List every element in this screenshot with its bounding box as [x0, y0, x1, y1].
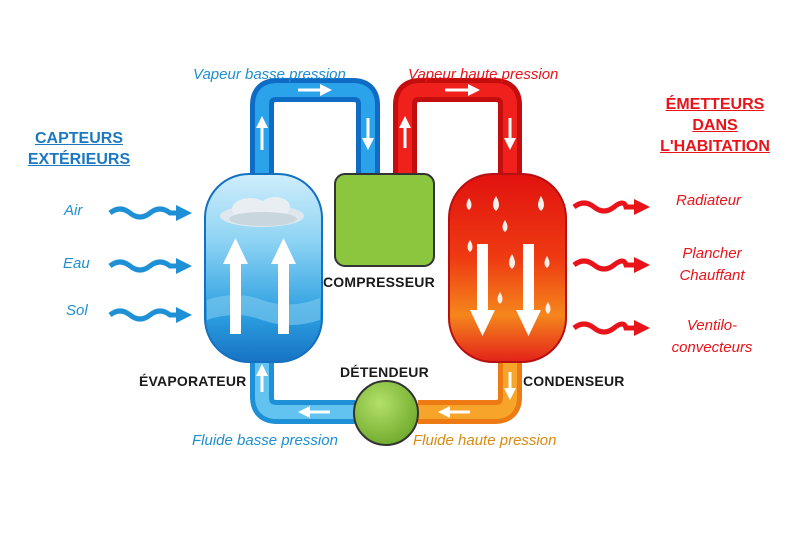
flow-arrow-icon: [504, 138, 516, 150]
emitter-radiateur: Radiateur: [676, 192, 742, 209]
wave-arrow-icon: [108, 307, 192, 323]
compressor-box: [334, 173, 435, 267]
pipe-high-fluid: [418, 355, 522, 424]
emitter-plancher-line1: Plancher: [682, 245, 742, 262]
cloud-icon: [220, 197, 304, 227]
pipe-low-vapor: [250, 78, 380, 190]
falling-arrow-icon: [516, 244, 541, 336]
emitter-ventilo: Ventilo- convecteurs: [662, 315, 762, 359]
label-low-vapor: Vapeur basse pression: [193, 66, 346, 83]
right-header: ÉMETTEURS DANS L'HABITATION: [640, 94, 790, 157]
wave-arrow-icon: [108, 258, 192, 274]
pipe-low-fluid: [250, 355, 355, 424]
right-header-line1: ÉMETTEURS: [665, 96, 765, 113]
rising-arrow-icon: [223, 238, 248, 334]
flow-arrow-icon: [468, 84, 480, 96]
right-header-line2: DANS: [692, 117, 738, 134]
left-header-line1: CAPTEURS: [34, 130, 123, 147]
emitter-ventilo-line2: convecteurs: [671, 339, 753, 356]
source-sol: Sol: [66, 302, 88, 319]
source-air: Air: [64, 202, 83, 219]
emitter-plancher-line2: Chauffant: [679, 267, 745, 284]
falling-arrow-icon: [470, 244, 495, 336]
flow-arrow-icon: [438, 406, 450, 418]
emitter-plancher: Plancher Chauffant: [662, 243, 762, 287]
rising-arrow-icon: [271, 238, 296, 334]
label-expander: DÉTENDEUR: [340, 364, 429, 380]
wave-arrow-icon: [572, 257, 650, 273]
label-compressor: COMPRESSEUR: [323, 274, 435, 290]
left-header: CAPTEURS EXTÉRIEURS: [14, 128, 144, 170]
left-header-line2: EXTÉRIEURS: [27, 151, 131, 168]
source-eau: Eau: [63, 255, 90, 272]
pipe-high-vapor: [393, 78, 522, 190]
label-low-fluid: Fluide basse pression: [192, 432, 338, 449]
wave-arrow-icon: [572, 320, 650, 336]
right-header-line3: L'HABITATION: [660, 138, 770, 155]
source-arrows: [108, 205, 192, 323]
flow-arrow-icon: [298, 406, 310, 418]
wave-arrow-icon: [108, 205, 192, 221]
emitter-arrows: [572, 199, 650, 336]
evaporator-tank: [204, 173, 323, 363]
flow-arrow-icon: [399, 116, 411, 128]
label-high-vapor: Vapeur haute pression: [408, 66, 559, 83]
wave-arrow-icon: [572, 199, 650, 215]
flow-arrow-icon: [320, 84, 332, 96]
flow-arrow-icon: [256, 116, 268, 128]
flow-arrow-icon: [362, 138, 374, 150]
condenser-tank: [448, 173, 567, 363]
flow-arrow-icon: [504, 388, 516, 400]
droplet-icon: [466, 196, 551, 314]
emitter-ventilo-line1: Ventilo-: [686, 317, 738, 334]
label-evaporator: ÉVAPORATEUR: [139, 373, 247, 389]
label-high-fluid: Fluide haute pression: [413, 432, 557, 449]
expander-valve: [353, 380, 419, 446]
label-condenser: CONDENSEUR: [523, 373, 625, 389]
flow-arrow-icon: [256, 364, 268, 376]
